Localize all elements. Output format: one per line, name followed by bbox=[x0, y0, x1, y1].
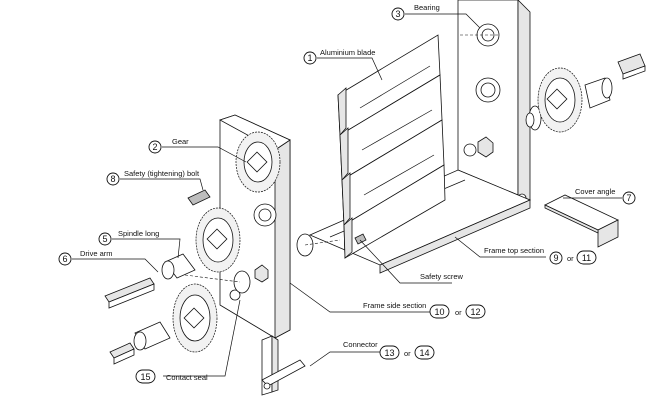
frame-side-label: Frame side section bbox=[363, 301, 426, 310]
gear-number: 2 bbox=[152, 142, 157, 152]
label-connector: Connector 13 or 14 bbox=[343, 340, 435, 360]
contact-seal-number: 15 bbox=[140, 372, 150, 382]
leader-lines bbox=[72, 13, 622, 377]
connector-number-a: 13 bbox=[384, 348, 394, 358]
safety-bolt-label: Safety (tightening) bolt bbox=[124, 169, 200, 178]
right-frame-plate bbox=[457, 0, 531, 203]
connector-label: Connector bbox=[343, 340, 378, 349]
frame-top-number-a: 9 bbox=[553, 253, 558, 263]
aluminium-blades bbox=[337, 34, 446, 259]
spindle-number: 5 bbox=[102, 234, 107, 244]
cover-angle-label: Cover angle bbox=[575, 187, 615, 196]
spindle-label: Spindle long bbox=[118, 229, 159, 238]
frame-side-number-a: 10 bbox=[434, 307, 444, 317]
safety-bolt-number: 8 bbox=[110, 174, 115, 184]
label-aluminium-blade: 1 Aluminium blade bbox=[303, 48, 375, 65]
drive-arm-label: Drive arm bbox=[80, 249, 113, 258]
connector-part bbox=[261, 335, 306, 396]
contact-seal-label: Contact seal bbox=[166, 373, 208, 382]
gear-label: Gear bbox=[172, 137, 189, 146]
label-frame-side: Frame side section 10 or 12 bbox=[363, 301, 486, 319]
left-gears bbox=[172, 131, 281, 353]
label-bearing: 3 Bearing bbox=[391, 3, 440, 21]
frame-side-or: or bbox=[455, 308, 462, 317]
frame-top-number-b: 11 bbox=[582, 253, 591, 263]
label-spindle: 5 Spindle long bbox=[98, 229, 159, 246]
frame-side-number-b: 12 bbox=[470, 307, 480, 317]
label-safety-bolt: 8 Safety (tightening) bolt bbox=[106, 169, 200, 186]
cover-angle-number: 7 bbox=[626, 193, 631, 203]
frame-top-label: Frame top section bbox=[484, 246, 544, 255]
connector-number-b: 14 bbox=[419, 348, 429, 358]
label-cover-angle: Cover angle 7 bbox=[575, 187, 636, 205]
label-safety-screw: Safety screw bbox=[420, 272, 464, 281]
blade-number: 1 bbox=[307, 53, 312, 63]
blade-label: Aluminium blade bbox=[320, 48, 375, 57]
bearing-number: 3 bbox=[395, 9, 400, 19]
safety-screw-label: Safety screw bbox=[420, 272, 464, 281]
connector-or: or bbox=[404, 349, 411, 358]
frame-top-or: or bbox=[567, 254, 574, 263]
left-small-parts bbox=[104, 112, 535, 365]
cover-angle-part bbox=[544, 194, 619, 248]
label-gear: 2 Gear bbox=[148, 137, 189, 154]
label-drive-arm: 6 Drive arm bbox=[58, 249, 113, 266]
drive-arm-number: 6 bbox=[62, 254, 67, 264]
bearing-label: Bearing bbox=[414, 3, 440, 12]
label-frame-top: Frame top section 9 or 11 bbox=[484, 246, 597, 265]
right-gear-assembly bbox=[528, 53, 646, 133]
guide-lines bbox=[184, 34, 500, 283]
label-contact-seal: 15 Contact seal bbox=[135, 369, 208, 384]
